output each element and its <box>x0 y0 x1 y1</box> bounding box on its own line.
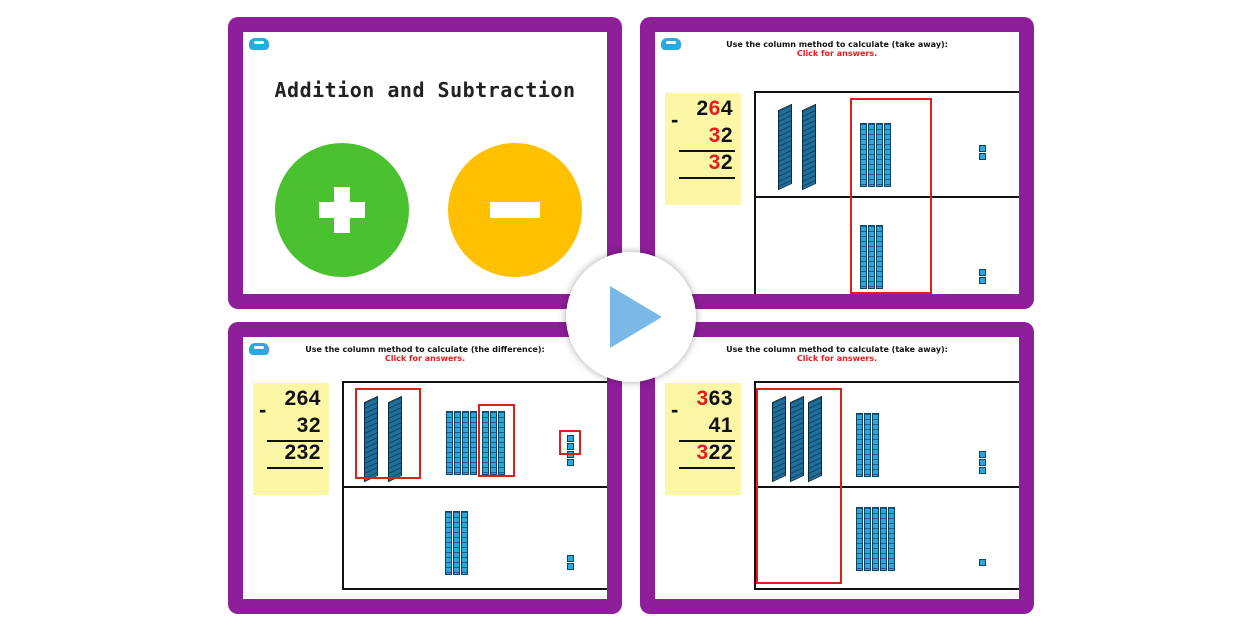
highlight-box <box>559 430 581 455</box>
ones-cube <box>979 467 986 474</box>
board-divider <box>756 486 1019 488</box>
sum-line <box>267 467 323 469</box>
tens-rod <box>482 411 489 475</box>
sum-answer: 32 <box>708 151 733 174</box>
logo-icon <box>661 38 681 50</box>
tens-rod <box>884 123 891 187</box>
sum-line <box>679 177 735 179</box>
ones-cube <box>979 145 986 152</box>
sum-line <box>679 467 735 469</box>
ones-cube <box>979 459 986 466</box>
tens-rod <box>872 507 879 571</box>
sum-line <box>679 150 735 152</box>
play-icon <box>610 286 662 348</box>
sum-top: 363 <box>696 387 733 410</box>
tens-rod <box>860 123 867 187</box>
ones-cube <box>979 269 986 276</box>
tens-rod <box>445 511 452 575</box>
ones-cube <box>979 559 986 566</box>
highlight-box <box>756 388 842 584</box>
tens-rod <box>868 225 875 289</box>
slide-content: Use the column method to calculate (take… <box>655 337 1019 599</box>
hundreds-block <box>778 103 792 191</box>
tens-rod <box>868 123 875 187</box>
ones-cube <box>567 555 574 562</box>
slide-content: Addition and Subtraction <box>243 32 607 294</box>
minus-icon <box>490 202 540 218</box>
sum-answer: 322 <box>696 441 733 464</box>
slide-addition-subtraction[interactable]: Addition and Subtraction <box>228 17 622 309</box>
plus-circle <box>275 143 409 277</box>
answers-link[interactable]: Click for answers. <box>796 49 878 58</box>
ones-cube <box>567 435 574 442</box>
place-value-board <box>342 381 607 590</box>
instruction-text: Use the column method to calculate (take… <box>726 40 948 49</box>
answers-link[interactable]: Click for answers. <box>384 354 466 363</box>
ones-cube <box>567 563 574 570</box>
tens-rod <box>856 507 863 571</box>
board-divider <box>344 486 607 488</box>
tens-rod <box>856 413 863 477</box>
sum-line <box>267 440 323 442</box>
sum-answer: 232 <box>284 441 321 464</box>
tens-rod <box>462 411 469 475</box>
place-value-board <box>754 91 1019 294</box>
tens-rod <box>880 507 887 571</box>
hundreds-block <box>802 103 816 191</box>
tens-rod <box>864 507 871 571</box>
tens-rod <box>453 511 460 575</box>
tens-rod <box>446 411 453 475</box>
tens-rod <box>470 411 477 475</box>
logo-icon <box>249 38 269 50</box>
tens-rod <box>888 507 895 571</box>
tens-rod <box>461 511 468 575</box>
tens-rod <box>860 225 867 289</box>
sum-second: 32 <box>296 414 321 437</box>
slide-title: Addition and Subtraction <box>274 78 576 102</box>
place-value-board <box>754 381 1019 590</box>
board-divider <box>756 196 1019 198</box>
slide-take-away-1[interactable]: Use the column method to calculate (take… <box>640 17 1034 309</box>
plus-icon-vertical <box>334 187 350 233</box>
minus-circle <box>448 143 582 277</box>
tens-rod <box>872 413 879 477</box>
ones-cube <box>979 153 986 160</box>
instruction-text: Use the column method to calculate (the … <box>305 345 545 354</box>
ones-cube <box>979 451 986 458</box>
instruction-text: Use the column method to calculate (take… <box>726 345 948 354</box>
sum-top: 264 <box>284 387 321 410</box>
ones-cube <box>567 443 574 450</box>
minus-sign: - <box>671 107 679 132</box>
sum-second: 41 <box>708 414 733 437</box>
sum-top: 264 <box>696 97 733 120</box>
play-button[interactable] <box>566 252 696 382</box>
tens-rod <box>876 123 883 187</box>
minus-sign: - <box>671 397 679 422</box>
tens-rod <box>498 411 505 475</box>
answers-link[interactable]: Click for answers. <box>796 354 878 363</box>
tens-rod <box>864 413 871 477</box>
tens-rod <box>454 411 461 475</box>
column-sum: - 264 32 32 <box>665 93 741 205</box>
logo-icon <box>249 343 269 355</box>
slide-content: Use the column method to calculate (the … <box>243 337 607 599</box>
highlight-box <box>850 98 932 294</box>
slide-difference[interactable]: Use the column method to calculate (the … <box>228 322 622 614</box>
ones-cube <box>567 459 574 466</box>
column-sum: - 264 32 232 <box>253 383 329 495</box>
instructions: Use the column method to calculate (the … <box>243 345 607 363</box>
column-sum: - 363 41 322 <box>665 383 741 495</box>
tens-rod <box>876 225 883 289</box>
minus-sign: - <box>259 397 267 422</box>
instructions: Use the column method to calculate (take… <box>655 40 1019 58</box>
sum-line <box>679 440 735 442</box>
slide-content: Use the column method to calculate (take… <box>655 32 1019 294</box>
highlight-box <box>355 388 421 479</box>
highlight-box <box>478 404 515 477</box>
sum-second: 32 <box>708 124 733 147</box>
ones-cube <box>979 277 986 284</box>
slide-take-away-2[interactable]: Use the column method to calculate (take… <box>640 322 1034 614</box>
instructions: Use the column method to calculate (take… <box>655 345 1019 363</box>
tens-rod <box>490 411 497 475</box>
